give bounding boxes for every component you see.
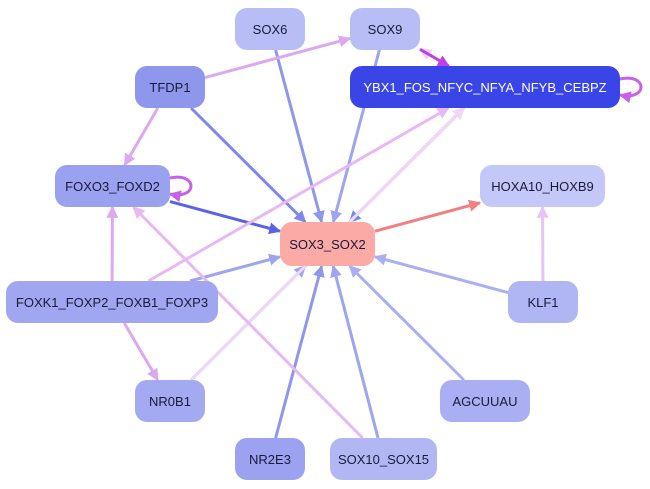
self-loops-layer <box>168 76 643 203</box>
node-label: NR0B1 <box>149 393 191 409</box>
node-sox9[interactable]: SOX9 <box>350 8 420 50</box>
node-nr0b1[interactable]: NR0B1 <box>135 380 205 422</box>
node-label: HOXA10_HOXB9 <box>491 178 594 194</box>
node-sox3-sox2[interactable]: SOX3_SOX2 <box>280 222 375 266</box>
node-hoxa10-hoxb9[interactable]: HOXA10_HOXB9 <box>480 165 605 207</box>
node-sox10-sox15[interactable]: SOX10_SOX15 <box>330 438 437 480</box>
node-ybx1-fos-nfyc-nfya-nfyb-cebpz[interactable]: YBX1_FOS_NFYC_NFYA_NFYB_CEBPZ <box>350 66 620 108</box>
edge-sox6-to-sox3 <box>274 49 325 224</box>
node-label: SOX6 <box>252 21 288 37</box>
edge-sox3-to-hoxa10 <box>374 199 482 233</box>
node-foxk1-foxp2-foxb1-foxp3[interactable]: FOXK1_FOXP2_FOXB1_FOXP3 <box>6 281 218 323</box>
node-label: TFDP1 <box>149 79 191 95</box>
node-tfdp1[interactable]: TFDP1 <box>135 66 205 108</box>
node-nr2e3[interactable]: NR2E3 <box>235 438 305 480</box>
node-label: KLF1 <box>527 294 559 310</box>
node-label: NR2E3 <box>249 451 291 467</box>
self-loop-foxo3 <box>168 175 193 203</box>
edge-sox10-to-sox3 <box>330 264 380 439</box>
edge-foxk1-to-ybx1 <box>147 106 450 283</box>
node-klf1[interactable]: KLF1 <box>508 281 578 323</box>
node-label: SOX10_SOX15 <box>337 451 430 467</box>
edge-sox9-to-ybx1 <box>419 48 450 68</box>
edge-agcuuau-to-sox3 <box>348 264 465 382</box>
edge-klf1-to-sox3 <box>373 253 509 295</box>
node-label: YBX1_FOS_NFYC_NFYA_NFYB_CEBPZ <box>363 79 607 95</box>
node-foxo3-foxd2[interactable]: FOXO3_FOXD2 <box>55 165 170 207</box>
node-agcuuau[interactable]: AGCUUAU <box>440 380 530 422</box>
node-sox6[interactable]: SOX6 <box>235 8 305 50</box>
edge-tfdp1-to-sox9 <box>204 35 352 80</box>
edge-foxk1-to-nr0b1 <box>123 322 159 382</box>
edge-sox10-to-foxo3 <box>132 205 364 440</box>
node-label: FOXK1_FOXP2_FOXB1_FOXP3 <box>15 294 209 310</box>
edge-tfdp1-to-foxo3 <box>123 107 160 167</box>
edge-foxk1-to-sox3 <box>189 253 282 283</box>
node-label: AGCUUAU <box>452 393 518 409</box>
edge-nr2e3-to-sox3 <box>274 264 325 439</box>
self-loop-ybx1 <box>618 76 643 104</box>
node-label: SOX9 <box>367 21 403 37</box>
node-label: FOXO3_FOXD2 <box>65 178 160 194</box>
node-label: SOX3_SOX2 <box>289 236 366 252</box>
edge-tfdp1-to-sox3 <box>190 106 307 224</box>
edge-foxo3-to-sox3 <box>169 200 282 235</box>
